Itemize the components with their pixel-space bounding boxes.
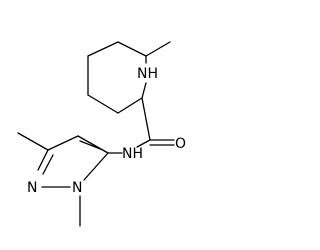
bond-c5-c6 xyxy=(87,41,119,57)
carboxamide-group xyxy=(107,97,175,154)
piperidine-ring xyxy=(87,41,171,114)
pyrazole-n1-label: N xyxy=(72,180,82,196)
bond-c4-c3 xyxy=(47,135,79,151)
pyrazole-ring xyxy=(17,132,109,227)
bond-c2-n1 xyxy=(141,82,147,99)
bond-n1-c5 xyxy=(83,152,109,181)
amide-nh-label: NH xyxy=(122,146,143,162)
bond-c3-c4 xyxy=(87,94,119,114)
bond-c3-n2-inner xyxy=(42,154,54,175)
bond-c5-c4 xyxy=(77,135,109,154)
bond-c2-c3 xyxy=(117,97,143,114)
bond-carbonyl-n xyxy=(136,139,151,148)
bond-c3-n2 xyxy=(37,149,49,171)
bond-c6-c6b xyxy=(117,41,147,57)
structure-diagram: NH O NH N N xyxy=(17,41,186,227)
pyrazole-n2-label: N xyxy=(27,180,37,196)
piperidine-nh-label: NH xyxy=(137,66,158,82)
bond-c5-c4-inner xyxy=(79,140,104,151)
bond-c2-carbonyl xyxy=(141,97,151,141)
bond-c6-methyl xyxy=(145,41,171,57)
bond-c3-methyl xyxy=(17,132,49,151)
carbonyl-oxygen-label: O xyxy=(175,136,186,152)
